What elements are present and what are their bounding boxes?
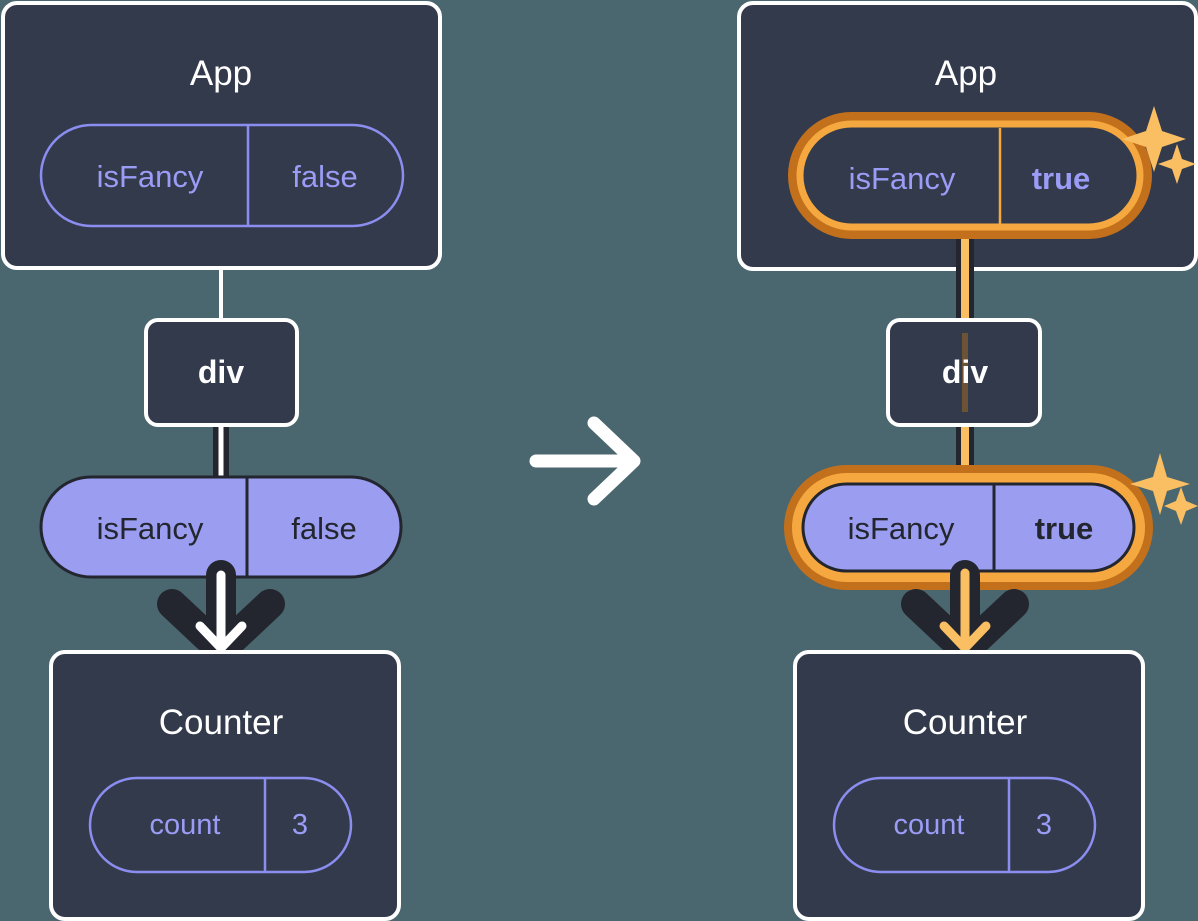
right-app-state-name: isFancy [848,161,956,196]
left-counter-state-value: 3 [291,809,309,841]
left-arrow-prop-counter [157,560,285,665]
left-prop-value: false [291,511,357,546]
right-prop-value: true [1034,511,1094,546]
right-prop-name: isFancy [847,511,955,546]
left-app-title: App [189,54,253,93]
left-app-state-value: false [292,159,358,194]
left-counter-state-name: count [149,809,221,841]
left-app-state-name: isFancy [96,159,204,194]
right-counter-state-name: count [893,809,965,841]
left-div-label: div [197,354,245,390]
right-app-state-value: true [1031,161,1091,196]
left-div-box [144,318,299,427]
left-app-box [1,1,442,270]
right-app-state-pill-ring-inner [796,120,1144,231]
left-prop-name: isFancy [96,511,204,546]
left-counter-box [49,650,401,921]
right-counter-title: Counter [902,703,1028,742]
left-counter-title: Counter [158,703,284,742]
left-app-state-pill [39,123,405,228]
right-div-label: div [941,354,989,390]
left-counter-state-pill [88,776,353,874]
sparkle-icon [1130,453,1198,525]
right-counter-box [793,650,1145,921]
right-counter-state-pill [832,776,1097,874]
right-app-title: App [934,54,998,93]
sparkle-icon [1122,106,1196,184]
right-counter-state-value: 3 [1035,809,1053,841]
arrow-right-icon [529,416,641,506]
